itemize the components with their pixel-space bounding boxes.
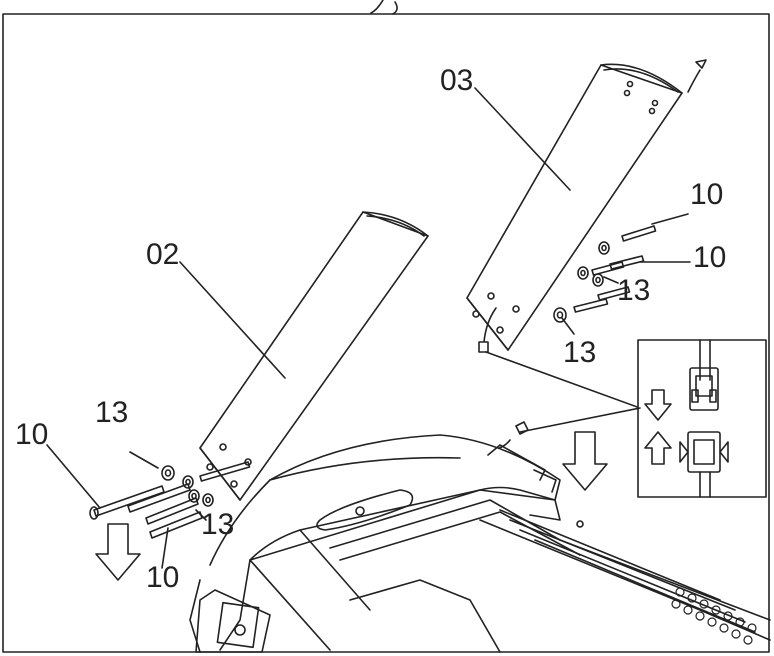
label-bolt-10-left-b: 10: [146, 561, 180, 594]
treadmill-base: [189, 434, 771, 653]
down-arrow-right: [562, 431, 608, 491]
label-part-03: 03: [440, 64, 474, 97]
connector-detail-inset: [637, 339, 767, 498]
leader-13-left-a: [129, 451, 159, 469]
callout-line-inset: [519, 407, 641, 433]
hardware-02: [89, 461, 251, 539]
upright-02: [199, 211, 429, 501]
leader-02: [179, 261, 286, 379]
label-washer-13-upper-b: 13: [563, 336, 597, 369]
label-bolt-10-left-a: 10: [15, 418, 49, 451]
leader-10-a: [651, 213, 689, 225]
label-bolt-10-upper-b: 10: [693, 241, 727, 274]
label-washer-13-left-a: 13: [95, 396, 129, 429]
frame-border: [2, 13, 770, 653]
console-cable-plug: [491, 421, 529, 451]
label-bolt-10-upper-a: 10: [690, 178, 724, 211]
leader-10-left-a: [46, 444, 101, 509]
inset-up-arrow: [644, 431, 672, 465]
callout-line-connector: [485, 351, 641, 409]
leader-13-a: [603, 276, 619, 284]
title-fragment: [370, 0, 398, 15]
hardware-03: [553, 225, 657, 323]
label-part-02: 02: [146, 238, 180, 271]
upper-cable: [687, 59, 707, 93]
leader-10-left-b: [161, 527, 169, 569]
down-arrow-left: [95, 523, 141, 581]
label-washer-13-left-b: 13: [201, 508, 235, 541]
upright-03: [466, 63, 683, 351]
label-washer-13-upper-a: 13: [617, 274, 651, 307]
inset-down-arrow: [644, 389, 672, 421]
leader-03: [474, 87, 571, 191]
